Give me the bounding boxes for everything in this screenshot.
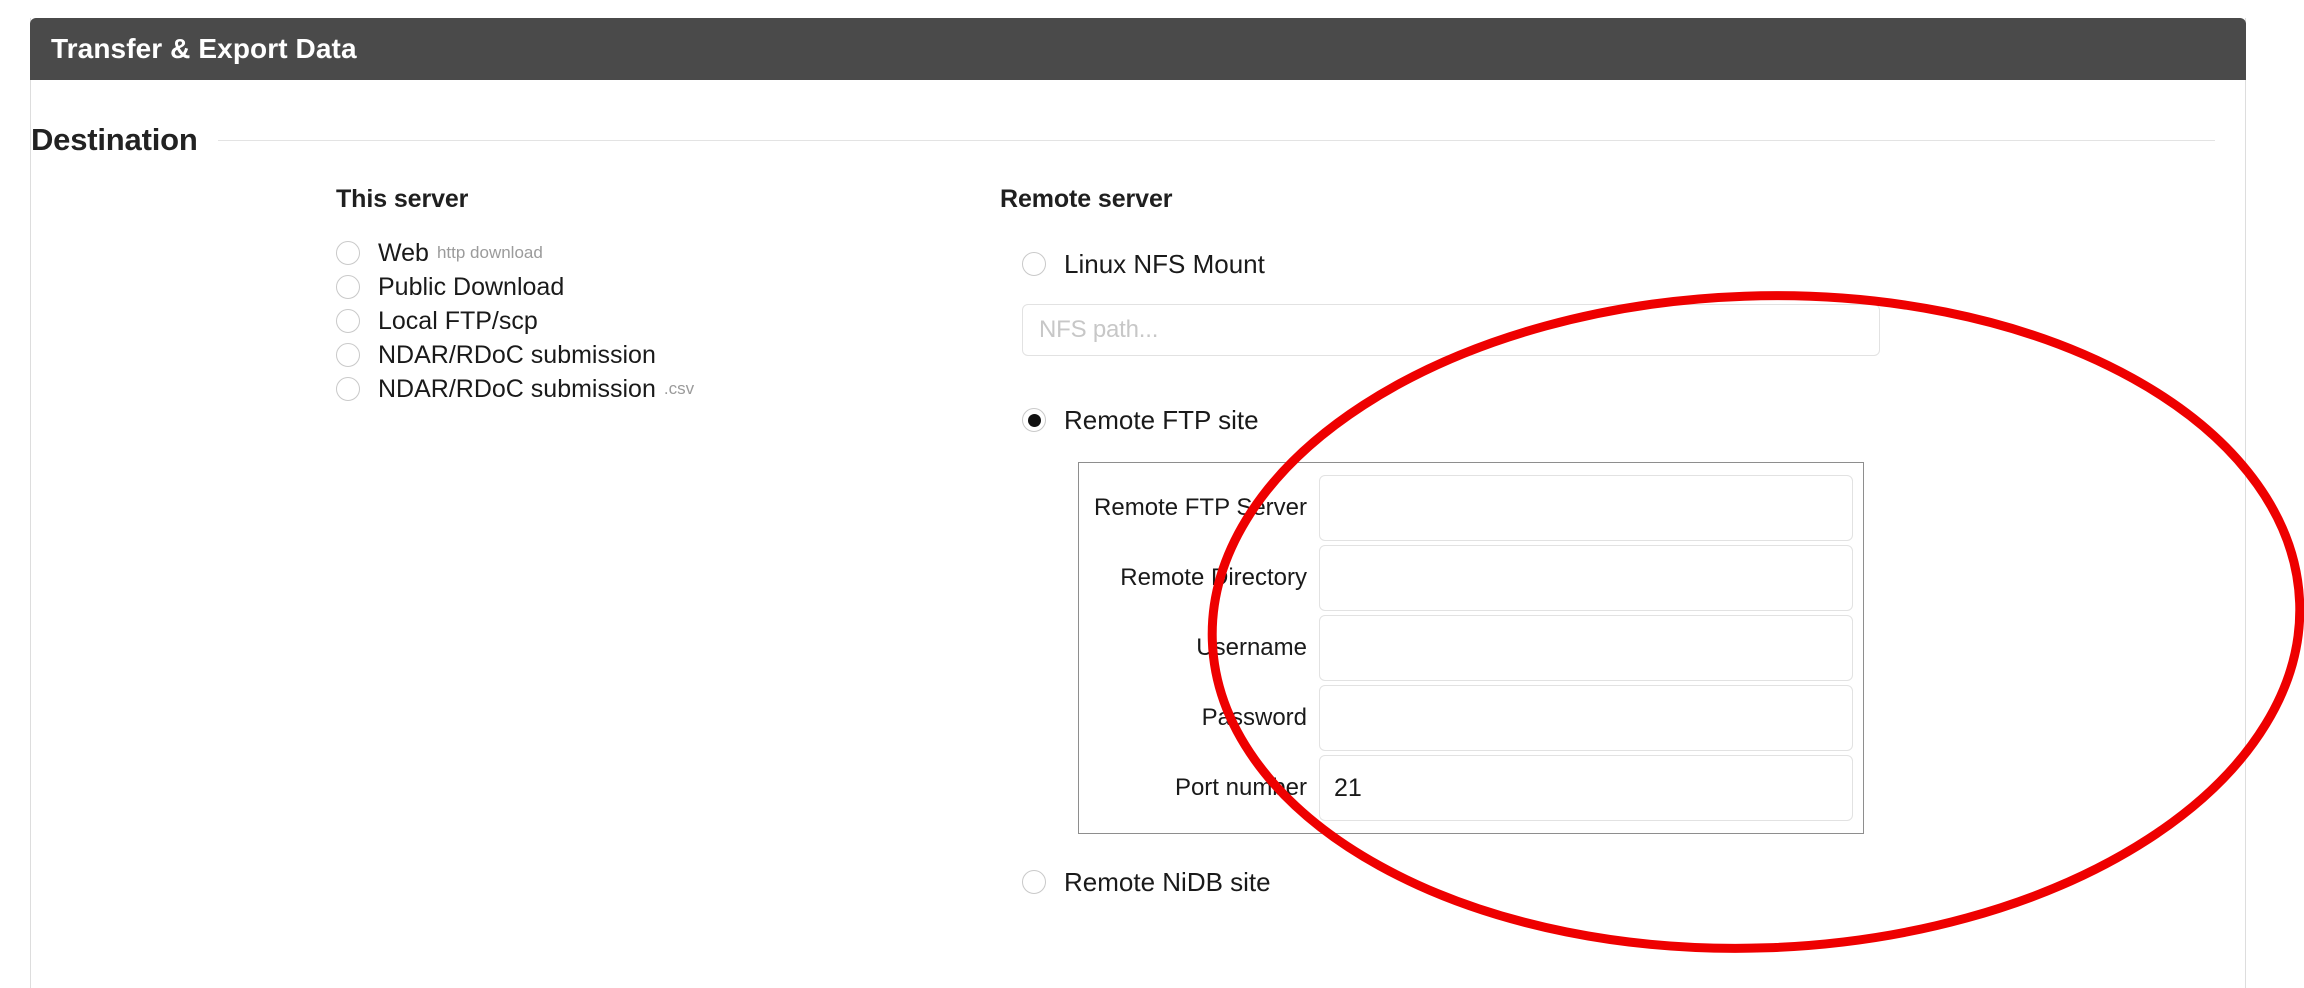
radio-label-public-download: Public Download bbox=[378, 272, 565, 301]
remote-server-column: Remote server Linux NFS Mount NFS path..… bbox=[1000, 185, 2276, 985]
form-row-username: Username bbox=[1079, 615, 1853, 681]
input-port-number[interactable]: 21 bbox=[1319, 755, 1853, 821]
remote-server-radio-group[interactable]: Linux NFS Mount NFS path... Remote FTP s… bbox=[1000, 236, 2276, 910]
radio-option-public-download[interactable]: Public Download bbox=[336, 270, 1000, 304]
form-row-remote-directory: Remote Directory bbox=[1079, 545, 1853, 611]
input-remote-ftp-server[interactable] bbox=[1319, 475, 1853, 541]
radio-option-ndar-rdoc-submission-csv[interactable]: NDAR/RDoC submission .csv bbox=[336, 372, 1000, 406]
radio-button-remote-ftp-site[interactable] bbox=[1022, 408, 1046, 432]
radio-option-remote-nidb-site[interactable]: Remote NiDB site bbox=[1000, 854, 2276, 910]
radio-option-ndar-rdoc-submission[interactable]: NDAR/RDoC submission bbox=[336, 338, 1000, 372]
radio-note-ndar-rdoc-submission-csv: .csv bbox=[663, 379, 695, 398]
radio-option-linux-nfs-mount[interactable]: Linux NFS Mount bbox=[1000, 236, 2276, 292]
destination-columns: This server Web http download Public Dow… bbox=[0, 185, 2276, 985]
panel-header: Transfer & Export Data bbox=[30, 18, 2246, 80]
radio-option-web[interactable]: Web http download bbox=[336, 236, 1000, 270]
input-remote-directory[interactable] bbox=[1319, 545, 1853, 611]
this-server-column: This server Web http download Public Dow… bbox=[0, 185, 1000, 985]
label-password: Password bbox=[1201, 704, 1307, 732]
radio-note-web: http download bbox=[436, 243, 543, 262]
radio-label-local-ftp-scp: Local FTP/scp bbox=[378, 306, 538, 335]
form-row-port-number: Port number 21 bbox=[1079, 755, 1853, 821]
form-row-remote-ftp-server: Remote FTP Server bbox=[1079, 475, 1853, 541]
radio-button-ndar-rdoc-submission-csv[interactable] bbox=[336, 377, 360, 401]
radio-label-ndar-rdoc-submission-csv: NDAR/RDoC submission bbox=[378, 374, 656, 403]
remote-ftp-settings-box: Remote FTP Server Remote Directory Usern… bbox=[1078, 462, 1864, 834]
label-port-number: Port number bbox=[1174, 774, 1307, 802]
radio-button-remote-nidb-site[interactable] bbox=[1022, 870, 1046, 894]
label-username: Username bbox=[1196, 634, 1307, 662]
input-username[interactable] bbox=[1319, 615, 1853, 681]
radio-label-remote-ftp-site: Remote FTP site bbox=[1064, 404, 1259, 435]
section-header-destination: Destination bbox=[31, 122, 2245, 158]
remote-server-title: Remote server bbox=[1000, 185, 1173, 213]
this-server-title: This server bbox=[336, 185, 469, 213]
radio-button-web[interactable] bbox=[336, 241, 360, 265]
this-server-radio-group[interactable]: Web http download Public Download Local … bbox=[336, 236, 1000, 406]
form-row-password: Password bbox=[1079, 685, 1853, 751]
label-remote-ftp-server: Remote FTP Server bbox=[1094, 494, 1307, 522]
input-password[interactable] bbox=[1319, 685, 1853, 751]
radio-label-remote-nidb-site: Remote NiDB site bbox=[1064, 866, 1271, 897]
radio-button-public-download[interactable] bbox=[336, 275, 360, 299]
nfs-path-input[interactable]: NFS path... bbox=[1022, 304, 1880, 356]
radio-option-local-ftp-scp[interactable]: Local FTP/scp bbox=[336, 304, 1000, 338]
section-divider bbox=[217, 139, 2215, 141]
radio-label-ndar-rdoc-submission: NDAR/RDoC submission bbox=[378, 340, 656, 369]
radio-button-linux-nfs-mount[interactable] bbox=[1022, 252, 1046, 276]
radio-label-web: Web bbox=[378, 238, 429, 267]
nfs-path-placeholder: NFS path... bbox=[1039, 316, 1159, 343]
section-heading-label: Destination bbox=[31, 122, 198, 157]
radio-button-ndar-rdoc-submission[interactable] bbox=[336, 343, 360, 367]
label-remote-directory: Remote Directory bbox=[1120, 564, 1307, 592]
radio-button-local-ftp-scp[interactable] bbox=[336, 309, 360, 333]
radio-option-remote-ftp-site[interactable]: Remote FTP site bbox=[1000, 392, 2276, 448]
page-title: Transfer & Export Data bbox=[51, 33, 357, 64]
radio-label-linux-nfs-mount: Linux NFS Mount bbox=[1064, 248, 1265, 279]
